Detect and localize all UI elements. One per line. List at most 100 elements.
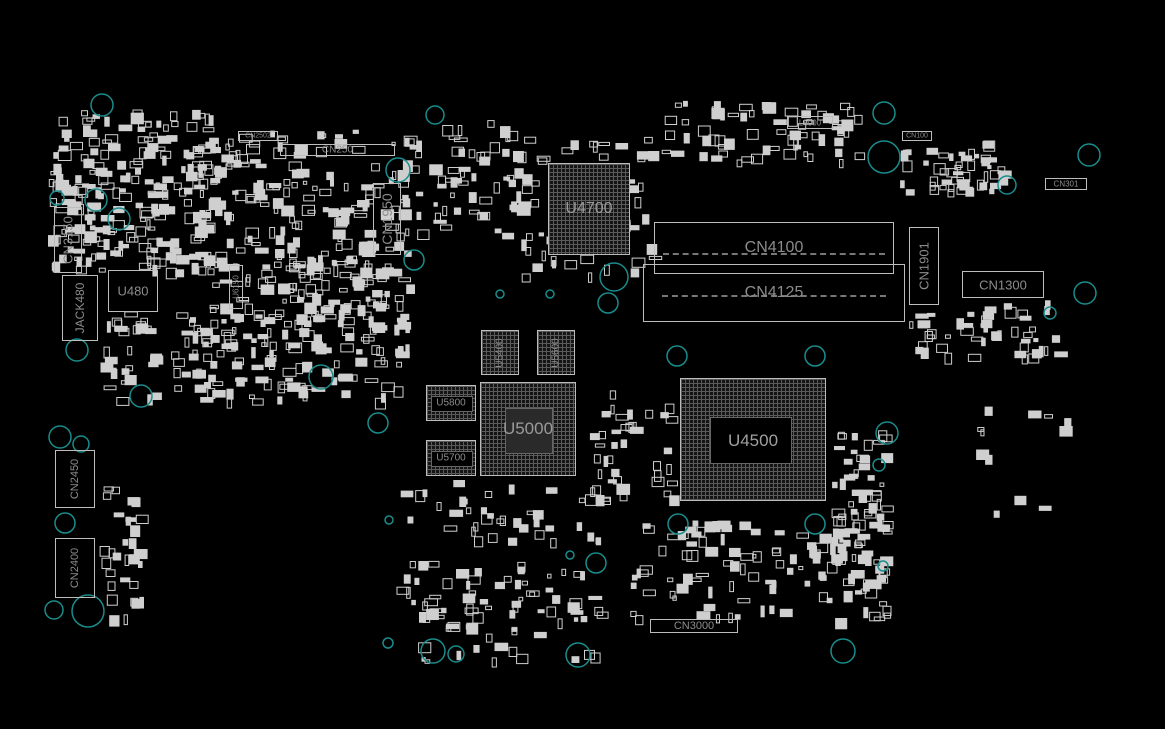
smd-pad	[208, 374, 216, 383]
smd-pad	[302, 180, 308, 185]
smd-pad	[353, 213, 368, 218]
smd-pad	[245, 277, 251, 287]
smd-pad	[418, 561, 429, 571]
smd-pad	[797, 123, 807, 130]
connector-cn100[interactable]: CN100	[902, 131, 932, 141]
inductor-l5000[interactable]: L5000	[787, 116, 833, 129]
smd-pad	[407, 516, 414, 524]
component-label: CN250	[321, 144, 354, 156]
chip-u5600[interactable]: U5600	[537, 330, 575, 375]
chip-u5700[interactable]: U5700	[426, 440, 476, 476]
smd-pad	[207, 268, 215, 276]
jack-jack480[interactable]: JACK480	[62, 275, 98, 341]
chip-u5800[interactable]: U5800	[426, 385, 476, 421]
smd-pad	[364, 378, 379, 383]
connector-cn301[interactable]: CN301	[1045, 178, 1087, 190]
chip-u4700[interactable]: U4700	[548, 163, 630, 255]
smd-pad	[807, 153, 814, 162]
smd-pad	[111, 317, 122, 327]
smd-pad	[312, 267, 321, 279]
smd-pad	[127, 497, 139, 506]
chip-u5400[interactable]: U5400	[481, 330, 519, 375]
smd-pad	[251, 338, 257, 343]
smd-pad	[442, 205, 448, 217]
smd-pad	[525, 247, 532, 256]
smd-pad	[326, 171, 334, 181]
smd-pad	[536, 155, 551, 162]
smd-pad	[843, 458, 853, 465]
smd-pad	[552, 595, 561, 604]
smd-pad	[197, 251, 212, 261]
connector-cn2450[interactable]: CN2450	[55, 450, 95, 508]
component-label: U5700	[436, 452, 466, 464]
smd-pad	[487, 533, 498, 543]
smd-pad	[89, 225, 96, 231]
connector-cn2502[interactable]: CN2502	[238, 131, 278, 141]
cpu-u4500[interactable]: U4500	[680, 378, 826, 501]
chip-u5000[interactable]: U5000	[480, 382, 576, 476]
smd-pad	[513, 151, 524, 163]
smd-pad	[787, 567, 794, 575]
connector-cn1950[interactable]: CN1950	[373, 183, 401, 255]
smd-pad	[272, 198, 284, 209]
smd-pad	[863, 607, 869, 619]
smd-pad	[1011, 326, 1019, 338]
connector-cn250[interactable]: CN250	[280, 144, 395, 156]
smd-pad	[112, 187, 120, 199]
smd-pad	[374, 187, 381, 199]
mounting-hole	[367, 412, 389, 434]
smd-pad	[644, 136, 653, 144]
smd-pad	[231, 361, 243, 370]
smd-pad	[198, 266, 207, 276]
smd-pad	[671, 150, 685, 157]
connector-cn2400[interactable]: CN2400	[55, 538, 95, 598]
smd-pad	[843, 539, 851, 547]
smd-pad	[301, 204, 315, 216]
smd-pad	[847, 107, 855, 117]
component-label: CN2400	[69, 547, 81, 589]
chip-u480[interactable]: U480	[108, 270, 158, 312]
smd-pad	[837, 125, 844, 136]
smd-pad	[593, 454, 601, 464]
smd-pad	[477, 211, 491, 221]
smd-pad	[1054, 351, 1068, 358]
smd-pad	[199, 160, 213, 170]
smd-pad	[405, 326, 410, 334]
smd-pad	[411, 599, 416, 606]
smd-pad	[148, 361, 159, 368]
smd-pad	[853, 469, 859, 477]
smd-pad	[769, 145, 780, 151]
smd-pad	[89, 169, 96, 175]
smd-pad	[835, 148, 843, 158]
smd-pad	[437, 175, 447, 186]
smd-pad	[117, 160, 127, 170]
smd-pad	[749, 110, 755, 118]
connector-cn3000[interactable]: CN3000	[650, 619, 738, 633]
smd-pad	[407, 165, 420, 174]
smd-pad	[850, 570, 865, 579]
smd-pad	[362, 241, 377, 253]
smd-pad	[202, 222, 216, 234]
smd-pad	[181, 330, 193, 336]
smd-pad	[334, 218, 347, 228]
connector-cn1901[interactable]: CN1901	[909, 227, 939, 305]
component-label: U5000	[502, 419, 554, 438]
smd-pad	[832, 120, 847, 126]
smd-pad	[494, 642, 509, 652]
smd-pad	[282, 298, 287, 304]
smd-pad	[274, 261, 282, 268]
dimm-slot-cn4125[interactable]: CN4125	[643, 264, 905, 322]
chip-u6150[interactable]: U6150	[229, 265, 243, 309]
smd-pad	[176, 255, 190, 265]
smd-pad	[472, 612, 484, 624]
smd-pad	[328, 299, 341, 305]
smd-pad	[221, 154, 234, 163]
smd-pad	[295, 363, 304, 375]
smd-pad	[192, 369, 206, 379]
mounting-hole	[447, 645, 465, 663]
smd-pad	[976, 179, 985, 191]
dimm-slot-cn4100[interactable]: CN4100	[654, 222, 894, 274]
connector-cn3150[interactable]: CN3150	[54, 207, 82, 273]
connector-cn1300[interactable]: CN1300	[962, 271, 1044, 298]
